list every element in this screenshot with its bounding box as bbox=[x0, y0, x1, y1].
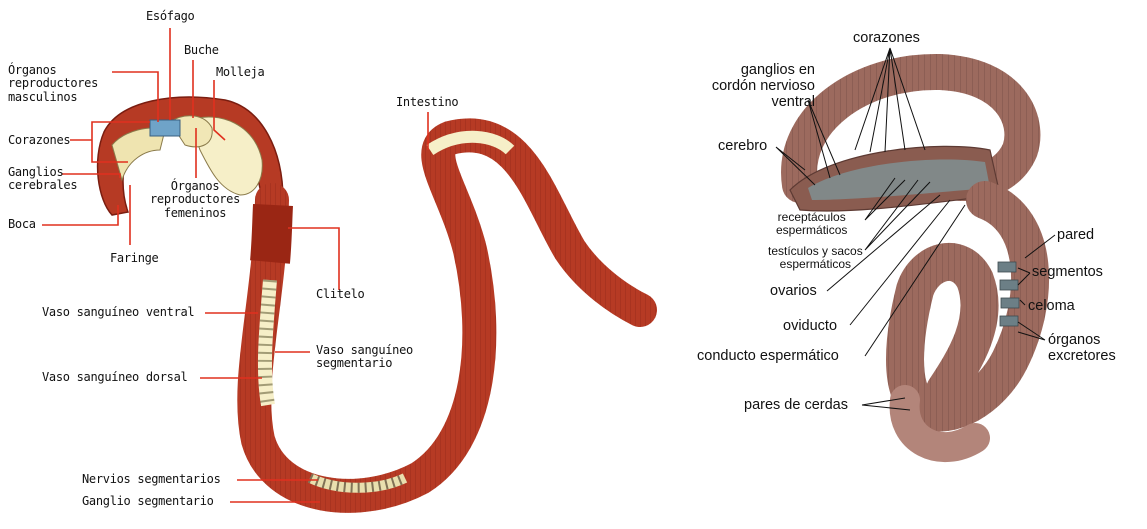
label-r-testiculos: testículos y sacos espermáticos bbox=[768, 245, 863, 272]
label-molleja: Molleja bbox=[216, 66, 264, 79]
left-leader-lines bbox=[42, 28, 428, 502]
label-faringe: Faringe bbox=[110, 252, 158, 265]
left-worm-body-rings bbox=[254, 135, 640, 495]
leader-clitelo bbox=[288, 228, 339, 290]
label-r-corazones: corazones bbox=[853, 30, 920, 46]
label-ganglio-segmentario: Ganglio segmentario bbox=[82, 495, 214, 508]
label-vaso-dorsal: Vaso sanguíneo dorsal bbox=[42, 371, 187, 384]
label-esofago: Esófago bbox=[146, 10, 194, 23]
label-r-conducto: conducto espermático bbox=[697, 348, 839, 364]
label-vaso-ventral: Vaso sanguíneo ventral bbox=[42, 306, 194, 319]
left-worm bbox=[98, 97, 640, 496]
left-worm-intestine-mid bbox=[265, 280, 270, 405]
label-r-celoma: celoma bbox=[1028, 298, 1075, 314]
label-intestino: Intestino bbox=[396, 96, 458, 109]
label-r-oviducto: oviducto bbox=[783, 318, 837, 334]
label-r-pares-cerdas: pares de cerdas bbox=[744, 397, 848, 413]
label-organos-femeninos: Órganos reproductores femeninos bbox=[150, 180, 240, 220]
label-r-cerebro: cerebro bbox=[718, 138, 767, 154]
label-buche: Buche bbox=[184, 44, 219, 57]
label-r-ganglios-cordon: ganglios en cordón nervioso ventral bbox=[693, 62, 815, 111]
label-r-ovarios: ovarios bbox=[770, 283, 817, 299]
label-boca: Boca bbox=[8, 218, 36, 231]
label-organos-masculinos: Órganos reproductores masculinos bbox=[8, 64, 98, 104]
label-r-segmentos: segmentos bbox=[1032, 264, 1103, 280]
label-r-organos-excretores: órganos excretores bbox=[1048, 332, 1116, 364]
label-r-pared: pared bbox=[1057, 227, 1094, 243]
label-r-receptaculos: receptáculos espermáticos bbox=[776, 211, 847, 238]
label-vaso-segmentario: Vaso sanguíneo segmentario bbox=[316, 344, 413, 371]
label-clitelo: Clitelo bbox=[316, 288, 364, 301]
left-worm-clitellum bbox=[270, 205, 273, 262]
left-worm-reproductive bbox=[150, 120, 180, 136]
label-nervios-segmentarios: Nervios segmentarios bbox=[82, 473, 221, 486]
label-ganglios-cerebrales: Ganglios cerebrales bbox=[8, 166, 77, 193]
label-corazones: Corazones bbox=[8, 134, 70, 147]
